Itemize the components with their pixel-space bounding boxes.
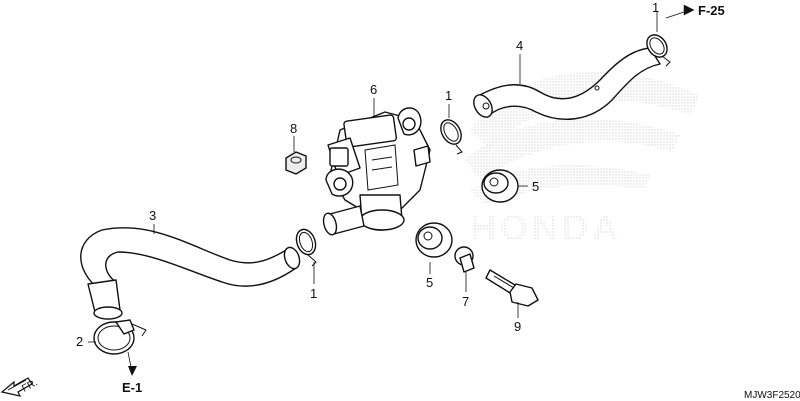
callout-3: 3 — [149, 208, 156, 223]
hose-3 — [80, 227, 301, 320]
drawing-code: MJW3F2520 — [744, 390, 800, 401]
hose-4 — [473, 47, 661, 120]
ref-arrow-f25 — [665, 4, 695, 19]
grommet-5-lower — [415, 222, 453, 258]
clamp-2 — [93, 319, 147, 355]
callout-1-top-right: 1 — [652, 0, 659, 15]
front-arrow-icon — [0, 377, 33, 397]
callout-9: 9 — [514, 319, 521, 334]
callout-1-middle: 1 — [445, 88, 452, 103]
ref-label-e1: E-1 — [122, 380, 142, 395]
leader-lines — [88, 12, 658, 343]
callout-1-lower: 1 — [310, 286, 317, 301]
nut-8 — [285, 151, 307, 175]
clamp-1-lower — [295, 228, 317, 267]
callout-4: 4 — [516, 38, 523, 53]
svg-text:HONDA: HONDA — [470, 207, 622, 248]
bolt-9 — [485, 269, 539, 307]
grommet-5-upper — [481, 169, 519, 203]
callout-5-upper: 5 — [532, 179, 539, 194]
callout-6: 6 — [370, 82, 377, 97]
collar-7 — [454, 246, 475, 273]
ref-arrow-e1 — [127, 351, 137, 376]
valve-body-6 — [322, 107, 431, 236]
callout-8: 8 — [290, 121, 297, 136]
clamp-1-middle — [440, 119, 463, 155]
front-label: FR. — [20, 377, 39, 394]
clamp-1-upper-right — [646, 34, 671, 67]
ref-label-f25: F-25 — [698, 3, 725, 18]
callout-7: 7 — [462, 294, 469, 309]
callout-2: 2 — [76, 334, 83, 349]
callout-5-lower: 5 — [426, 275, 433, 290]
